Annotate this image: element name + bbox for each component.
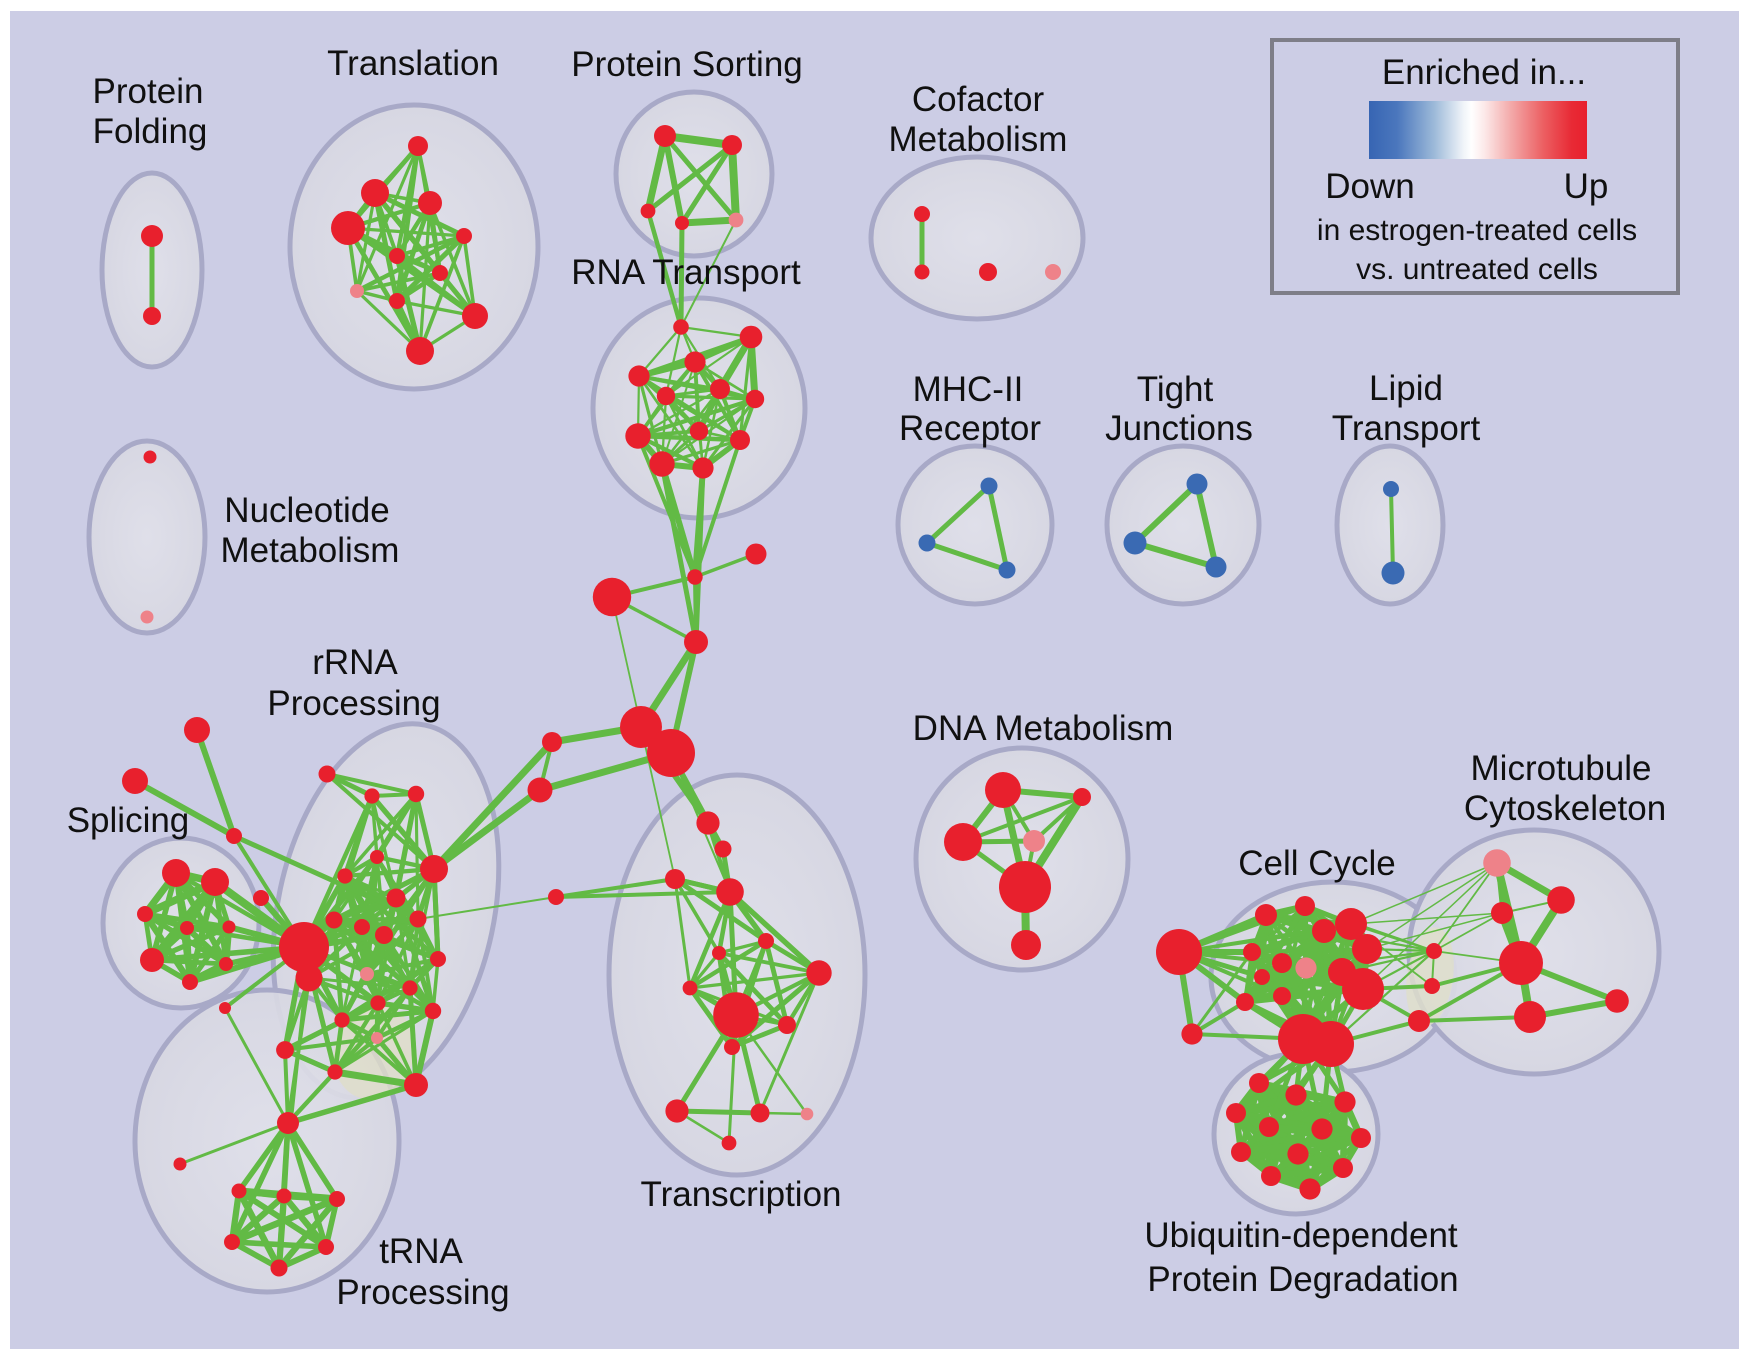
svg-text:Tight: Tight <box>1137 370 1214 409</box>
svg-text:tRNA: tRNA <box>379 1232 463 1271</box>
svg-text:DNA Metabolism: DNA Metabolism <box>913 709 1174 748</box>
svg-text:Cytoskeleton: Cytoskeleton <box>1464 789 1666 828</box>
svg-text:Transcription: Transcription <box>641 1175 842 1214</box>
svg-text:rRNA: rRNA <box>312 643 398 682</box>
svg-text:MHC-II: MHC-II <box>913 370 1024 409</box>
svg-text:Down: Down <box>1325 167 1414 206</box>
svg-text:Cofactor: Cofactor <box>912 80 1045 119</box>
svg-text:RNA Transport: RNA Transport <box>571 253 801 292</box>
svg-text:Up: Up <box>1564 167 1609 206</box>
svg-text:Enriched in...: Enriched in... <box>1382 53 1586 92</box>
svg-text:Microtubule: Microtubule <box>1471 749 1652 788</box>
svg-text:Cell Cycle: Cell Cycle <box>1238 844 1396 883</box>
svg-text:Receptor: Receptor <box>899 409 1041 448</box>
svg-text:Processing: Processing <box>267 684 440 723</box>
svg-text:Nucleotide: Nucleotide <box>224 491 389 530</box>
svg-text:vs. untreated cells: vs. untreated cells <box>1356 253 1598 286</box>
svg-text:Translation: Translation <box>327 44 499 83</box>
svg-text:Junctions: Junctions <box>1105 409 1253 448</box>
svg-text:Ubiquitin-dependent: Ubiquitin-dependent <box>1144 1216 1458 1255</box>
svg-text:Metabolism: Metabolism <box>221 531 400 570</box>
svg-text:Transport: Transport <box>1332 409 1481 448</box>
svg-text:Folding: Folding <box>93 112 208 151</box>
svg-text:Processing: Processing <box>336 1273 509 1312</box>
svg-text:Lipid: Lipid <box>1369 369 1443 408</box>
svg-text:Protein: Protein <box>93 72 204 111</box>
svg-text:Splicing: Splicing <box>67 801 190 840</box>
svg-text:Protein Sorting: Protein Sorting <box>571 45 803 84</box>
svg-text:Protein Degradation: Protein Degradation <box>1147 1260 1458 1299</box>
svg-text:Metabolism: Metabolism <box>889 120 1068 159</box>
svg-text:in estrogen-treated cells: in estrogen-treated cells <box>1317 214 1637 247</box>
